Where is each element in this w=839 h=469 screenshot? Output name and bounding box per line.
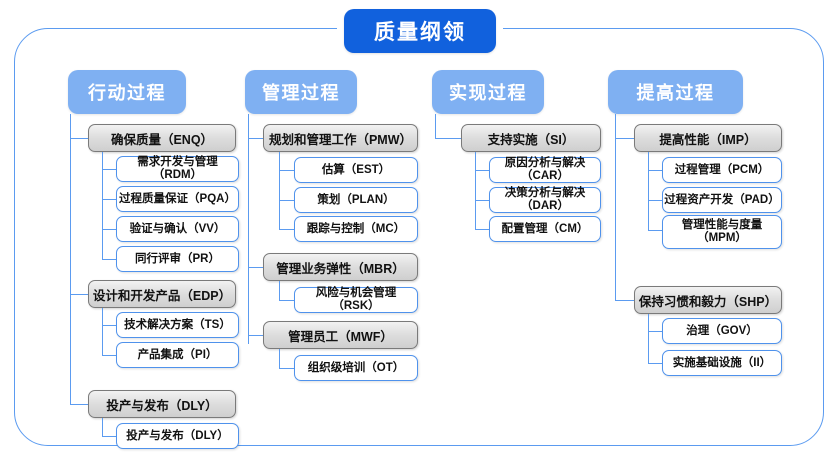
leaf-box-3-0-2[interactable]: 管理性能与度量（MPM）	[662, 215, 782, 249]
leaf-box-0-0-1[interactable]: 过程质量保证（PQA）	[116, 186, 239, 212]
leaf-branch-0-0-3	[102, 259, 116, 261]
leaf-box-2-0-1[interactable]: 决策分析与解决（DAR）	[489, 187, 601, 213]
group-box-0-0[interactable]: 确保质量（ENQ）	[88, 124, 236, 152]
branch-3-1	[615, 300, 634, 302]
leaf-box-1-0-1[interactable]: 策划（PLAN）	[294, 187, 418, 213]
group-box-1-0[interactable]: 规划和管理工作（PMW）	[263, 124, 418, 152]
leaf-branch-2-0-1	[475, 200, 489, 202]
leaf-branch-3-1-0	[648, 331, 662, 333]
leaf-box-3-0-1[interactable]: 过程资产开发（PAD）	[662, 187, 782, 213]
group-box-3-1[interactable]: 保持习惯和毅力（SHP）	[634, 286, 782, 314]
leaf-branch-1-0-1	[279, 200, 294, 202]
leaf-branch-1-2-0	[279, 368, 294, 370]
group-box-1-2[interactable]: 管理员工（MWF）	[263, 321, 418, 349]
group-box-2-0[interactable]: 支持实施（SI）	[461, 124, 601, 152]
leaf-branch-0-1-1	[102, 355, 116, 357]
branch-1-1	[248, 267, 263, 269]
branch-0-2	[70, 404, 88, 406]
column-header-0[interactable]: 行动过程	[68, 70, 186, 114]
leaf-box-2-0-2[interactable]: 配置管理（CM）	[489, 216, 601, 242]
group-box-1-1[interactable]: 管理业务弹性（MBR）	[263, 253, 418, 281]
leaf-box-1-1-0[interactable]: 风险与机会管理（RSK）	[294, 287, 418, 313]
leaf-box-0-1-1[interactable]: 产品集成（PI）	[116, 342, 239, 368]
group-trunk-3-1	[648, 314, 650, 364]
column-header-3[interactable]: 提高过程	[608, 70, 743, 114]
column-trunk-0	[70, 114, 72, 404]
leaf-branch-0-1-0	[102, 325, 116, 327]
column-trunk-2	[435, 114, 437, 139]
leaf-branch-0-0-0	[102, 169, 116, 171]
group-trunk-3-0	[648, 152, 650, 231]
leaf-branch-1-1-0	[279, 300, 294, 302]
leaf-branch-3-0-0	[648, 170, 662, 172]
leaf-branch-3-0-2	[648, 230, 662, 232]
column-header-1[interactable]: 管理过程	[245, 70, 357, 114]
column-trunk-3	[615, 114, 617, 301]
leaf-box-0-0-0[interactable]: 需求开发与管理（RDM）	[116, 156, 239, 182]
leaf-branch-1-0-2	[279, 229, 294, 231]
leaf-box-0-1-0[interactable]: 技术解决方案（TS）	[116, 312, 239, 338]
group-box-0-2[interactable]: 投产与发布（DLY）	[88, 390, 236, 418]
leaf-branch-3-0-1	[648, 200, 662, 202]
branch-2-0	[435, 138, 461, 140]
leaf-box-1-0-0[interactable]: 估算（EST）	[294, 157, 418, 183]
leaf-box-3-1-0[interactable]: 治理（GOV）	[662, 318, 782, 344]
leaf-box-0-0-2[interactable]: 验证与确认（VV）	[116, 216, 239, 242]
branch-3-0	[615, 138, 634, 140]
group-box-3-0[interactable]: 提高性能（IMP）	[634, 124, 782, 152]
group-trunk-1-0	[279, 152, 281, 229]
leaf-box-1-0-2[interactable]: 跟踪与控制（MC）	[294, 216, 418, 242]
leaf-branch-2-0-2	[475, 229, 489, 231]
column-header-2[interactable]: 实现过程	[432, 70, 544, 114]
root-title: 质量纲领	[344, 9, 496, 53]
group-trunk-1-2	[279, 349, 281, 369]
leaf-box-3-1-1[interactable]: 实施基础设施（II）	[662, 350, 782, 376]
branch-1-0	[248, 138, 263, 140]
leaf-branch-2-0-0	[475, 170, 489, 172]
group-trunk-1-1	[279, 281, 281, 301]
group-trunk-ext-0-0	[102, 249, 104, 260]
group-trunk-0-1	[102, 308, 104, 355]
leaf-box-0-0-3[interactable]: 同行评审（PR）	[116, 246, 239, 272]
branch-1-2	[248, 335, 263, 337]
group-box-0-1[interactable]: 设计和开发产品（EDP）	[88, 280, 236, 308]
column-trunk-1	[248, 114, 250, 344]
leaf-box-2-0-0[interactable]: 原因分析与解决（CAR）	[489, 157, 601, 183]
leaf-box-3-0-0[interactable]: 过程管理（PCM）	[662, 157, 782, 183]
leaf-branch-0-0-1	[102, 199, 116, 201]
leaf-branch-3-1-1	[648, 363, 662, 365]
branch-0-0	[70, 138, 88, 140]
group-trunk-2-0	[475, 152, 477, 229]
leaf-branch-0-0-2	[102, 229, 116, 231]
group-trunk-0-0	[102, 152, 104, 249]
group-trunk-0-2	[102, 418, 104, 437]
branch-0-1	[70, 294, 88, 296]
leaf-box-0-2-0[interactable]: 投产与发布（DLY）	[116, 423, 239, 449]
leaf-branch-0-2-0	[102, 436, 116, 438]
leaf-branch-1-0-0	[279, 170, 294, 172]
leaf-box-1-2-0[interactable]: 组织级培训（OT）	[294, 355, 418, 381]
